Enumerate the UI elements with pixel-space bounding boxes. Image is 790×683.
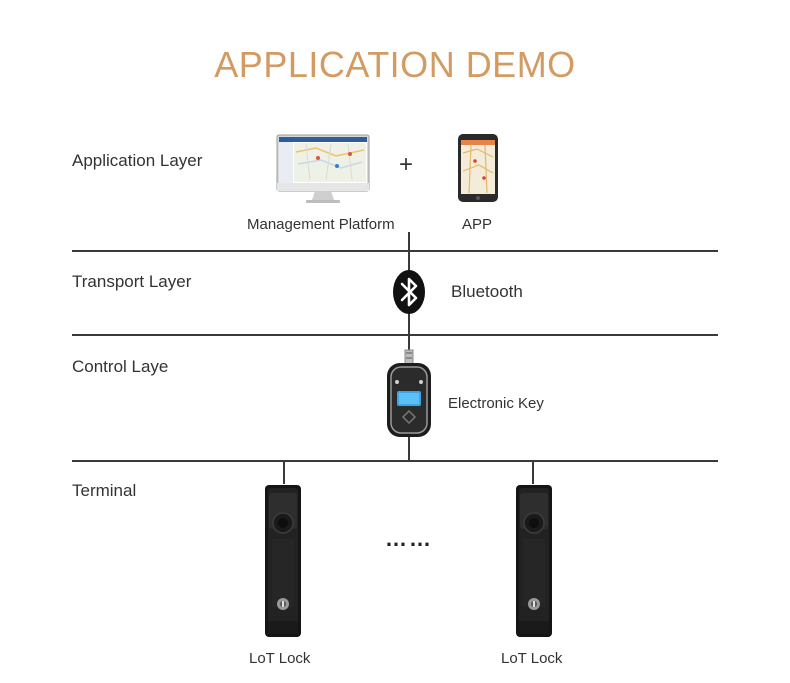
- plus-sign: +: [399, 151, 414, 178]
- caption-electronic-key: Electronic Key: [448, 395, 544, 412]
- layer-divider-3: [72, 460, 718, 462]
- iot-lock-icon-right: [514, 483, 554, 639]
- layer-label-terminal: Terminal: [72, 481, 137, 500]
- layer-label-transport: Transport Layer: [72, 272, 192, 291]
- page-title: APPLICATION DEMO: [214, 44, 576, 85]
- tablet-icon: [457, 133, 499, 203]
- layer-divider-1: [72, 250, 718, 252]
- desktop-monitor-icon: [276, 134, 370, 206]
- iot-lock-icon: [263, 483, 303, 639]
- caption-app: APP: [462, 216, 493, 233]
- caption-management-platform: Management Platform: [247, 216, 395, 233]
- caption-lock-right: LoT Lock: [501, 650, 563, 667]
- connector-key-to-terminal: [408, 434, 410, 461]
- caption-lock-left: LoT Lock: [249, 650, 311, 667]
- layer-divider-2: [72, 334, 718, 336]
- electronic-key-icon: [384, 349, 434, 439]
- connector-lock-right: [532, 460, 534, 484]
- caption-bluetooth: Bluetooth: [451, 282, 523, 301]
- layer-label-control: Control Laye: [72, 357, 169, 376]
- bluetooth-icon: [392, 269, 426, 315]
- ellipsis: ……: [385, 526, 433, 551]
- layer-label-application: Application Layer: [72, 151, 203, 170]
- connector-lock-left: [283, 460, 285, 484]
